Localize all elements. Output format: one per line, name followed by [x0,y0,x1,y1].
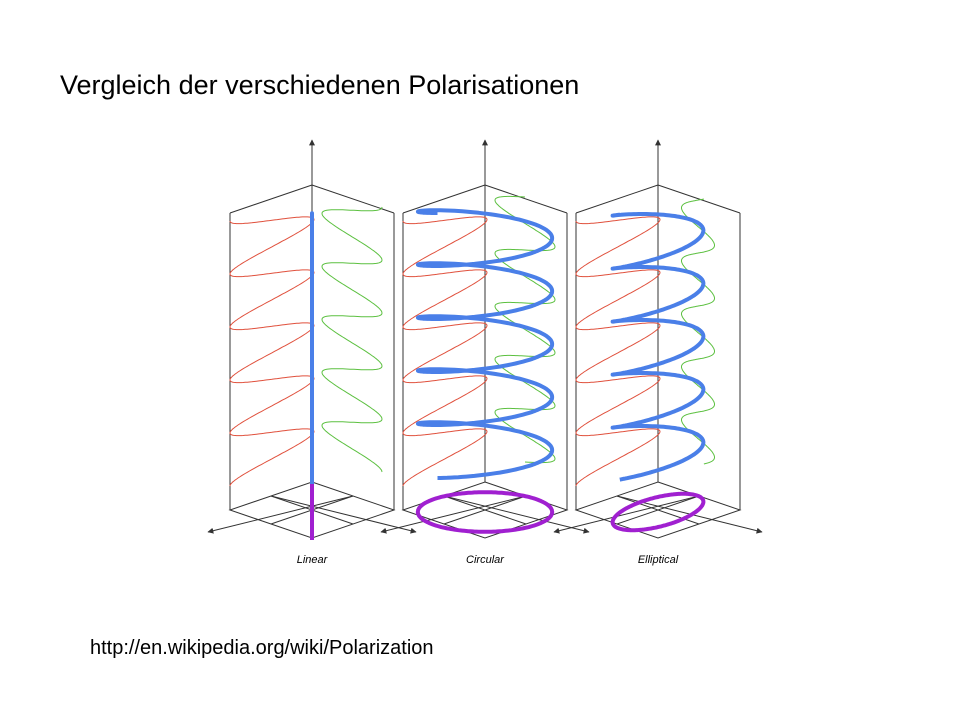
x-component-wave [575,216,661,487]
panel-circular: Circular [380,139,590,566]
resultant-wave [610,212,706,482]
source-link[interactable]: http://en.wikipedia.org/wiki/Polarizatio… [90,637,434,659]
panel-label-elliptical: Elliptical [638,554,679,566]
y-axis-arrow [270,495,417,534]
top-right-edge [657,184,741,214]
base-plane [574,481,742,539]
top-right-edge [484,184,568,214]
x-axis-arrow [380,495,527,534]
base-grid-line [443,495,527,525]
polarization-projection [415,490,555,534]
top-left-edge [402,184,486,214]
y-component-wave [321,206,383,473]
y-axis-arrow [443,495,590,534]
panels-layer: Linear Circular Elliptical [207,139,763,566]
panel-elliptical: Elliptical [553,139,763,566]
x-axis-arrow [553,495,700,534]
x-axis-arrow [207,495,354,534]
x-component-wave [402,216,488,487]
top-left-edge [229,184,313,214]
panel-linear: Linear [207,139,417,566]
panel-label-linear: Linear [297,554,329,566]
x-component-wave [229,216,315,487]
y-component-wave [494,195,556,464]
polarization-projection [610,491,706,533]
base-grid-line [616,495,700,525]
panel-label-circular: Circular [466,554,505,566]
top-left-edge [575,184,659,214]
slide-title: Vergleich der verschiedenen Polarisation… [60,70,580,100]
resultant-wave [415,208,555,480]
top-right-edge [311,184,395,214]
